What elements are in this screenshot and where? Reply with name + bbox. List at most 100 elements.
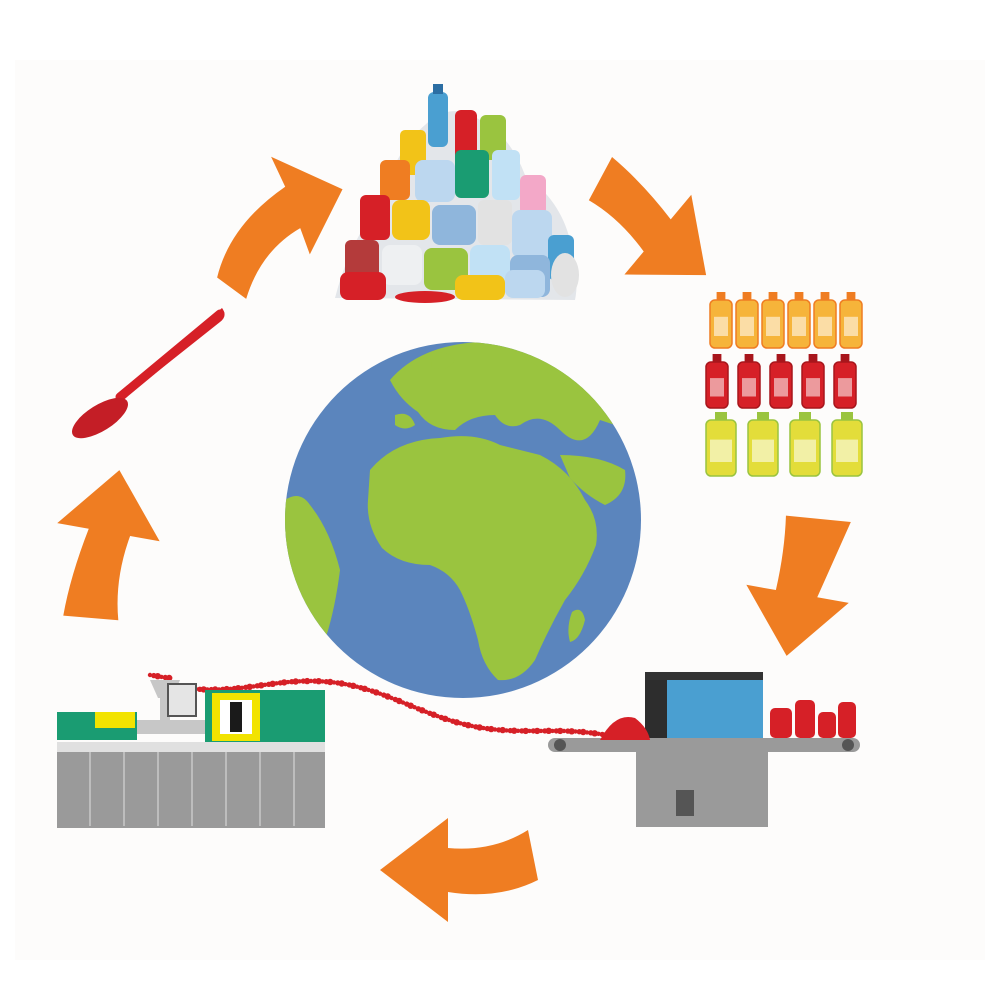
pellet — [504, 728, 509, 733]
bottle — [787, 292, 811, 349]
pellet — [384, 693, 391, 700]
pellet — [228, 686, 233, 691]
shredder-base — [636, 745, 768, 827]
plastic-spoon-icon — [72, 308, 225, 439]
pellet — [235, 685, 242, 692]
pellet — [511, 727, 518, 734]
bottle — [769, 354, 793, 409]
injection-molding-machine-icon — [57, 680, 325, 828]
pellet — [166, 674, 173, 682]
pellet — [147, 672, 153, 678]
arrow-bottom — [380, 818, 538, 922]
pellet — [545, 727, 552, 734]
pellet — [550, 728, 555, 734]
pellet — [453, 719, 460, 726]
pellet — [377, 691, 383, 696]
pellet — [338, 680, 345, 687]
bottle — [735, 292, 759, 349]
pellet — [389, 695, 394, 701]
pellet — [361, 685, 368, 692]
pellet — [568, 728, 575, 735]
pellet — [327, 678, 334, 686]
pellet — [400, 700, 406, 705]
pellet — [373, 689, 380, 696]
pellet — [354, 684, 360, 689]
pellet — [591, 730, 598, 737]
pellet — [538, 728, 544, 734]
bottle — [831, 412, 863, 477]
pellet — [246, 683, 253, 690]
pellet — [251, 684, 256, 689]
pellet — [396, 697, 403, 705]
pellet — [297, 679, 302, 684]
pellet — [580, 728, 587, 736]
bottle — [833, 354, 857, 409]
pellet — [331, 680, 337, 685]
pellet — [269, 680, 276, 687]
pellet — [515, 728, 521, 733]
pellet — [159, 674, 164, 680]
detergent-bottles-icon — [705, 292, 863, 477]
pellet — [350, 682, 357, 689]
pellet — [281, 679, 288, 686]
plastic-waste-pile-icon — [335, 84, 579, 303]
pellet — [262, 682, 268, 687]
pellet — [435, 713, 440, 719]
bottle — [705, 412, 737, 477]
pellet — [458, 721, 463, 726]
bottle — [801, 354, 825, 409]
pellet — [469, 723, 475, 729]
pellet — [442, 715, 449, 722]
pellet — [534, 727, 541, 735]
pellet — [274, 681, 279, 686]
pellet — [239, 685, 245, 690]
pellet — [603, 731, 610, 739]
pellet — [522, 727, 529, 735]
pellet — [488, 725, 495, 733]
bottle — [789, 412, 821, 477]
pellet — [285, 679, 291, 685]
pellet — [499, 726, 506, 734]
pellet — [412, 705, 417, 710]
pellet — [366, 687, 371, 693]
pellet — [258, 682, 265, 689]
pellet — [476, 724, 483, 731]
pellet — [573, 729, 578, 734]
pellet — [343, 682, 348, 687]
pellet — [465, 722, 472, 729]
conveyor-belt — [548, 738, 860, 752]
pellet — [527, 728, 532, 734]
pellet — [320, 679, 325, 684]
cycle-arrows — [57, 156, 851, 922]
pellet — [446, 717, 452, 723]
pellet — [481, 725, 486, 731]
pellet — [430, 711, 437, 718]
arrow-top-right — [588, 157, 707, 276]
pellet — [584, 730, 590, 735]
arrow-top-left — [217, 156, 343, 299]
arrow-right — [746, 515, 851, 656]
shredder-machine-icon — [548, 672, 860, 827]
bottle — [747, 412, 779, 477]
pellet — [154, 673, 161, 680]
bottle — [813, 292, 837, 349]
bottle — [839, 292, 863, 349]
bottle — [705, 354, 729, 409]
pellet — [315, 678, 322, 685]
pellet — [419, 707, 426, 714]
pellet — [492, 727, 498, 732]
pellet — [407, 702, 414, 709]
pellet — [557, 727, 564, 735]
arrow-left — [57, 470, 160, 621]
pellet — [423, 709, 429, 714]
pellet — [596, 731, 601, 736]
pellet — [308, 678, 314, 684]
bottle — [761, 292, 785, 349]
pellet — [607, 733, 613, 738]
bottle — [709, 292, 733, 349]
pellet — [561, 728, 567, 734]
bottle — [737, 354, 761, 409]
pellet — [304, 677, 311, 685]
